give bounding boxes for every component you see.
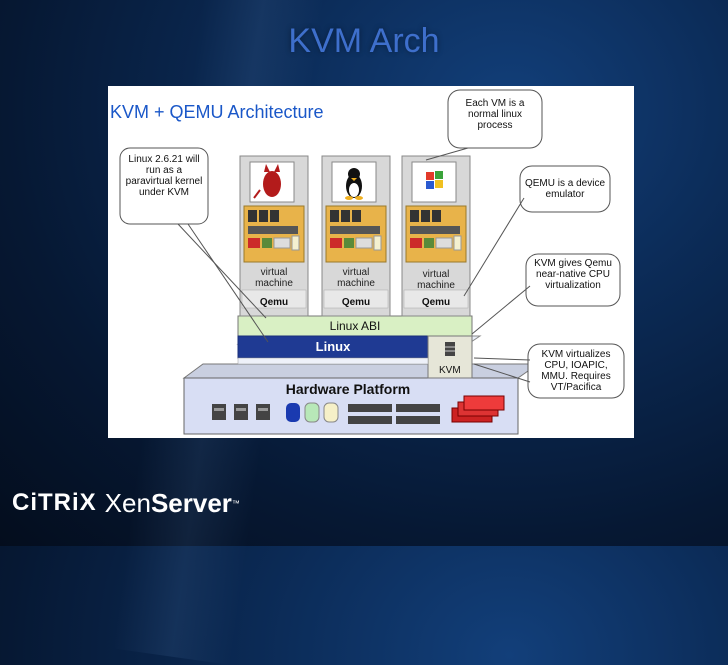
callout-kvm-virtualizes: KVM virtualizes CPU, IOAPIC, MMU. Requir… <box>541 349 611 393</box>
callout-qemu-emulator: QEMU is a device emulator <box>524 178 606 200</box>
callout-kvm-gives: KVM gives Qemu near-native CPU virtualiz… <box>534 258 612 291</box>
qemu-label-2: Qemu <box>341 297 371 308</box>
diagram-graphics <box>119 89 625 435</box>
vm-column-1 <box>239 155 309 317</box>
vm-label-2: virtual machine <box>323 267 389 289</box>
vm-label-1-line1: virtual <box>260 267 288 278</box>
server-wordmark: Server <box>150 487 232 518</box>
hardware-components <box>212 395 505 424</box>
callout-linux-version: Linux 2.6.21 will run as a paravirtual k… <box>125 154 203 198</box>
vm-label-3-line2: machine <box>417 280 455 291</box>
vm-label-3: virtual machine <box>403 269 469 291</box>
callout-pointers <box>177 147 531 383</box>
qemu-label-1: Qemu <box>259 297 289 308</box>
linux-penguin-icon <box>345 168 363 200</box>
kvm-chip-icon <box>445 342 455 356</box>
slide-title: KVM Arch <box>288 22 440 60</box>
kvm-architecture-diagram: KVM + QEMU Architecture Linux 2.6.21 wil… <box>108 86 634 438</box>
windows-logo-icon <box>426 171 443 189</box>
callout-bubbles <box>119 89 625 399</box>
vm-label-1: virtual machine <box>241 267 307 289</box>
vm-label-3-line1: virtual <box>422 269 450 280</box>
diagram-title: KVM + QEMU Architecture <box>110 102 324 122</box>
vm-label-1-line2: machine <box>255 278 293 289</box>
callout-each-vm: Each VM is a normal linux process <box>465 98 525 131</box>
linux-label: Linux <box>315 339 351 354</box>
citrix-wordmark: CiTRiX <box>12 489 97 516</box>
kvm-label: KVM <box>439 365 461 376</box>
vm-label-2-line2: machine <box>337 278 375 289</box>
bsd-daemon-icon <box>253 164 281 199</box>
hardware-platform-label: Hardware Platform <box>285 381 411 397</box>
qemu-label-3: Qemu <box>421 297 451 308</box>
trademark-symbol: ™ <box>231 498 240 508</box>
hardware-platform-top <box>182 363 540 379</box>
xen-wordmark: Xen <box>104 487 151 518</box>
linux-abi-label: Linux ABI <box>329 319 381 333</box>
vm-label-2-line1: virtual <box>342 267 370 278</box>
